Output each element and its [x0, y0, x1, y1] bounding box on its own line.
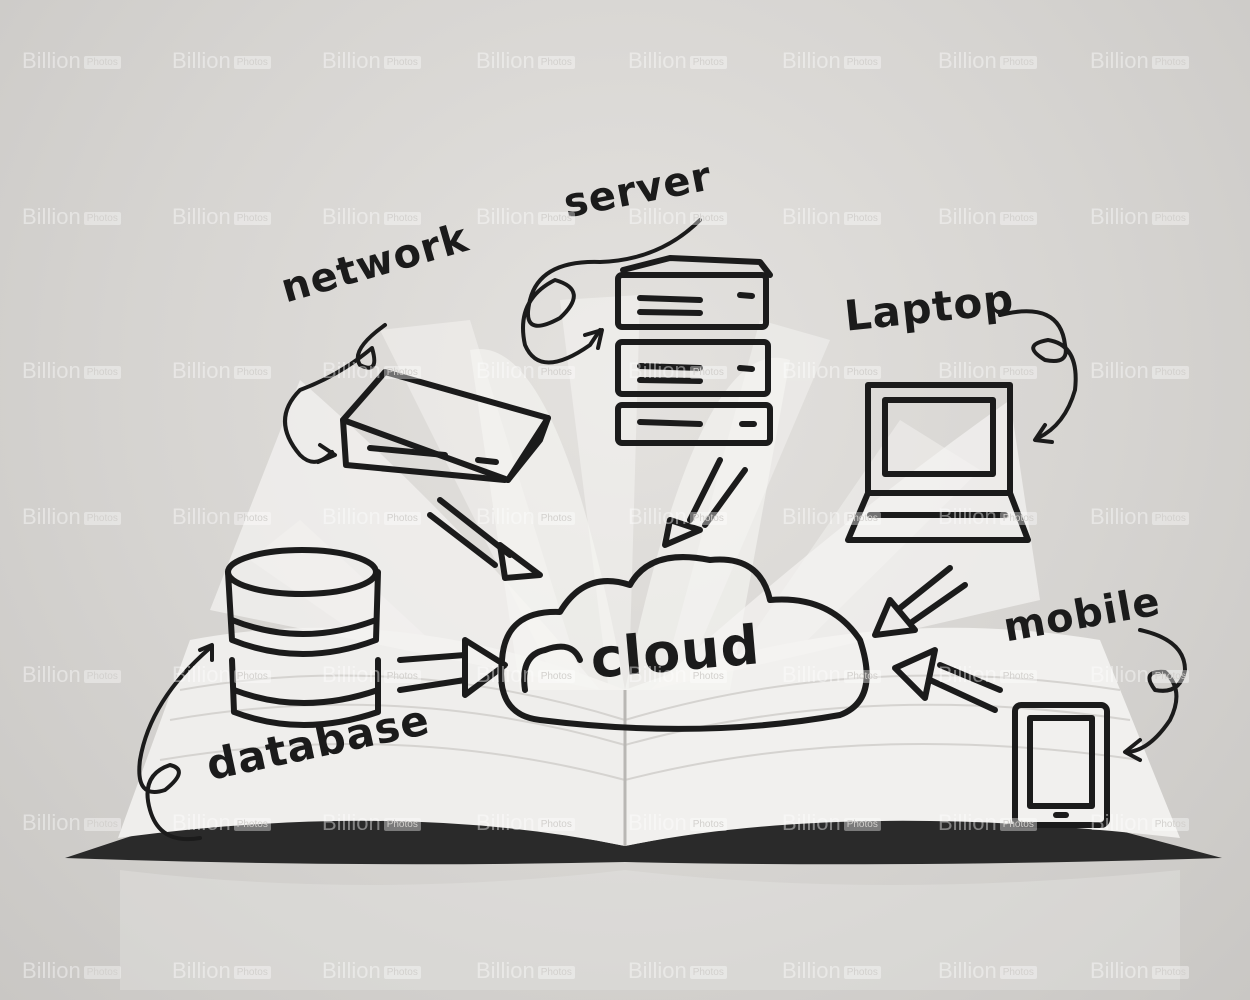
laptop-icon	[845, 382, 1031, 543]
mobile-phone-icon	[1012, 702, 1110, 828]
connector-arrows	[137, 218, 1187, 842]
cloud-icon	[498, 554, 870, 732]
database-icon	[225, 547, 381, 728]
arrow-icon	[397, 457, 1003, 713]
server-rack-icon	[615, 255, 773, 446]
network-device-icon	[340, 369, 551, 483]
book-reflection	[120, 870, 1180, 990]
